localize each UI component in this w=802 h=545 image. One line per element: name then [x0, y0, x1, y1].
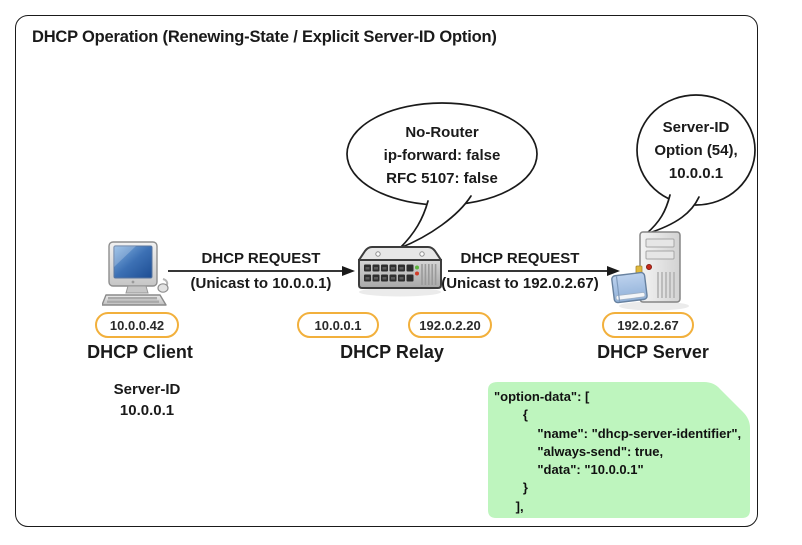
- arrow2-sublabel: (Unicast to 192.0.2.67): [441, 275, 599, 292]
- relay-bubble-line: ip-forward: false: [383, 147, 501, 164]
- arrow1-label: DHCP REQUEST: [201, 250, 321, 267]
- server-bubble-line: 10.0.0.1: [668, 165, 724, 182]
- config-code-block: "option-data": [ { "name": "dhcp-server-…: [494, 389, 742, 514]
- config-note-shape: [488, 382, 750, 518]
- network-switch-icon: [358, 246, 442, 297]
- client-server-id-note: Server-ID 10.0.0.1: [87, 379, 207, 421]
- arrow1-sublabel: (Unicast to 10.0.0.1): [190, 275, 332, 292]
- server-node-label: DHCP Server: [597, 342, 709, 362]
- client-note-line: 10.0.0.1: [119, 402, 175, 419]
- client-note-line: Server-ID: [113, 381, 181, 398]
- arrow2-label: DHCP REQUEST: [460, 250, 580, 267]
- relay-bubble-line: No-Router: [405, 124, 479, 141]
- server-bubble-line: Server-ID: [662, 119, 730, 136]
- arrow-client-to-relay: [168, 266, 355, 276]
- relay-node-label: DHCP Relay: [340, 342, 444, 362]
- server-bubble-line: Option (54),: [654, 142, 738, 159]
- server-ip-badge: 192.0.2.67: [602, 312, 694, 338]
- relay-ip-badge-inner: 10.0.0.1: [297, 312, 379, 338]
- arrow-relay-to-server: [448, 266, 620, 276]
- relay-speech-bubble: [346, 102, 538, 249]
- server-speech-bubble: [636, 94, 756, 235]
- server-tower-icon: [611, 231, 689, 311]
- desktop-computer-icon: [102, 241, 169, 306]
- client-node-label: DHCP Client: [87, 342, 193, 362]
- relay-bubble-text: No-Router ip-forward: false RFC 5107: fa…: [347, 121, 537, 190]
- client-ip-badge: 10.0.0.42: [95, 312, 179, 338]
- relay-bubble-line: RFC 5107: false: [386, 170, 498, 187]
- diagram-title: DHCP Operation (Renewing-State / Explici…: [32, 28, 497, 46]
- relay-ip-badge-outer: 192.0.2.20: [408, 312, 492, 338]
- server-bubble-text: Server-ID Option (54), 10.0.0.1: [637, 116, 755, 185]
